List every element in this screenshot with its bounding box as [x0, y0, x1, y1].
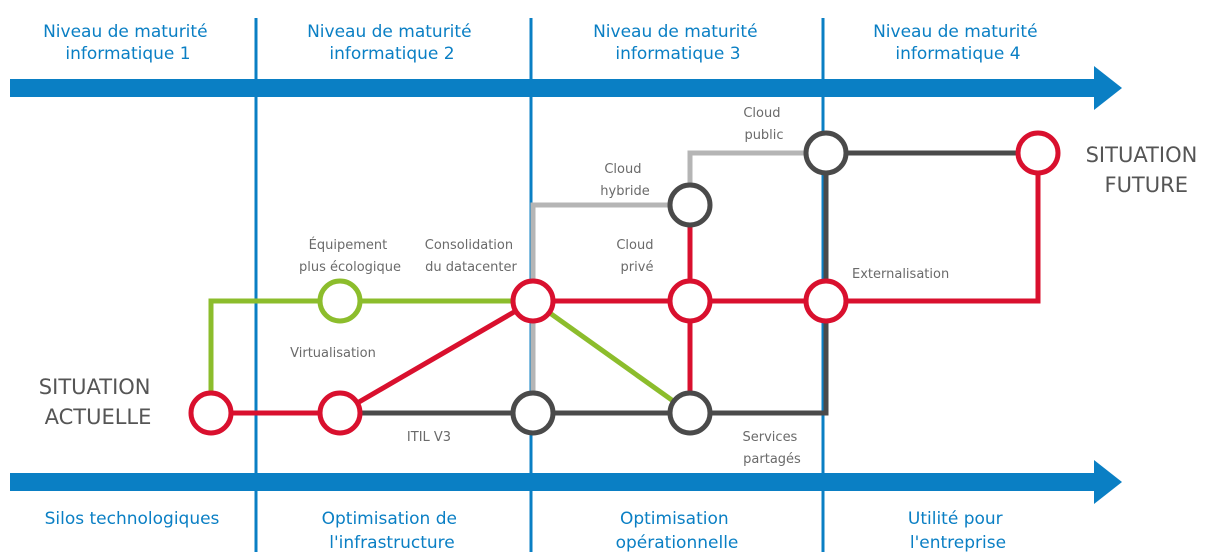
stage-3-label: Optimisation opérationnelle: [616, 509, 739, 552]
situation-actuelle-label: SITUATION ACTUELLE: [39, 375, 157, 429]
cloud-public-label: Cloud public: [743, 106, 784, 143]
stage-1-label: Silos technologiques: [45, 509, 220, 529]
externalisation-label: Externalisation: [852, 267, 949, 282]
node-situation-actuelle: [188, 390, 234, 436]
node-cloud-hybride: [667, 182, 713, 228]
consolidation-label: Consolidation du datacenter: [425, 238, 518, 275]
gray-line-hybride: [530, 202, 690, 410]
itil-label: ITIL V3: [407, 430, 451, 445]
equipement-label: Équipement plus écologique: [299, 237, 401, 275]
cloud-hybride-label: Cloud hybride: [600, 162, 649, 199]
green-line-diagonal: [531, 298, 692, 416]
cloud-prive-label: Cloud privé: [616, 238, 657, 275]
green-line-top: [208, 298, 533, 413]
top-arrow: [10, 66, 1122, 110]
node-consolidation: [510, 278, 556, 324]
node-itil: [510, 390, 556, 436]
node-equipement: [317, 278, 363, 324]
node-situation-future: [1015, 130, 1061, 176]
node-cloud-prive: [667, 278, 713, 324]
stage-4-label: Utilité pour l'entreprise: [908, 509, 1008, 552]
node-services-partages: [667, 390, 713, 436]
node-virtualisation: [317, 390, 363, 436]
bottom-arrow: [10, 460, 1122, 504]
stage-2-label: Optimisation de l'infrastructure: [322, 509, 463, 552]
level-4-header: Niveau de maturité informatique 4: [873, 22, 1043, 64]
node-cloud-public: [803, 130, 849, 176]
virtualisation-label: Virtualisation: [290, 346, 376, 361]
situation-future-label: SITUATION FUTURE: [1086, 143, 1204, 197]
level-1-header: Niveau de maturité informatique 1: [43, 22, 213, 64]
level-3-header: Niveau de maturité informatique 3: [593, 22, 763, 64]
level-2-header: Niveau de maturité informatique 2: [307, 22, 477, 64]
services-partages-label: Services partagés: [743, 430, 802, 467]
node-externalisation: [803, 278, 849, 324]
